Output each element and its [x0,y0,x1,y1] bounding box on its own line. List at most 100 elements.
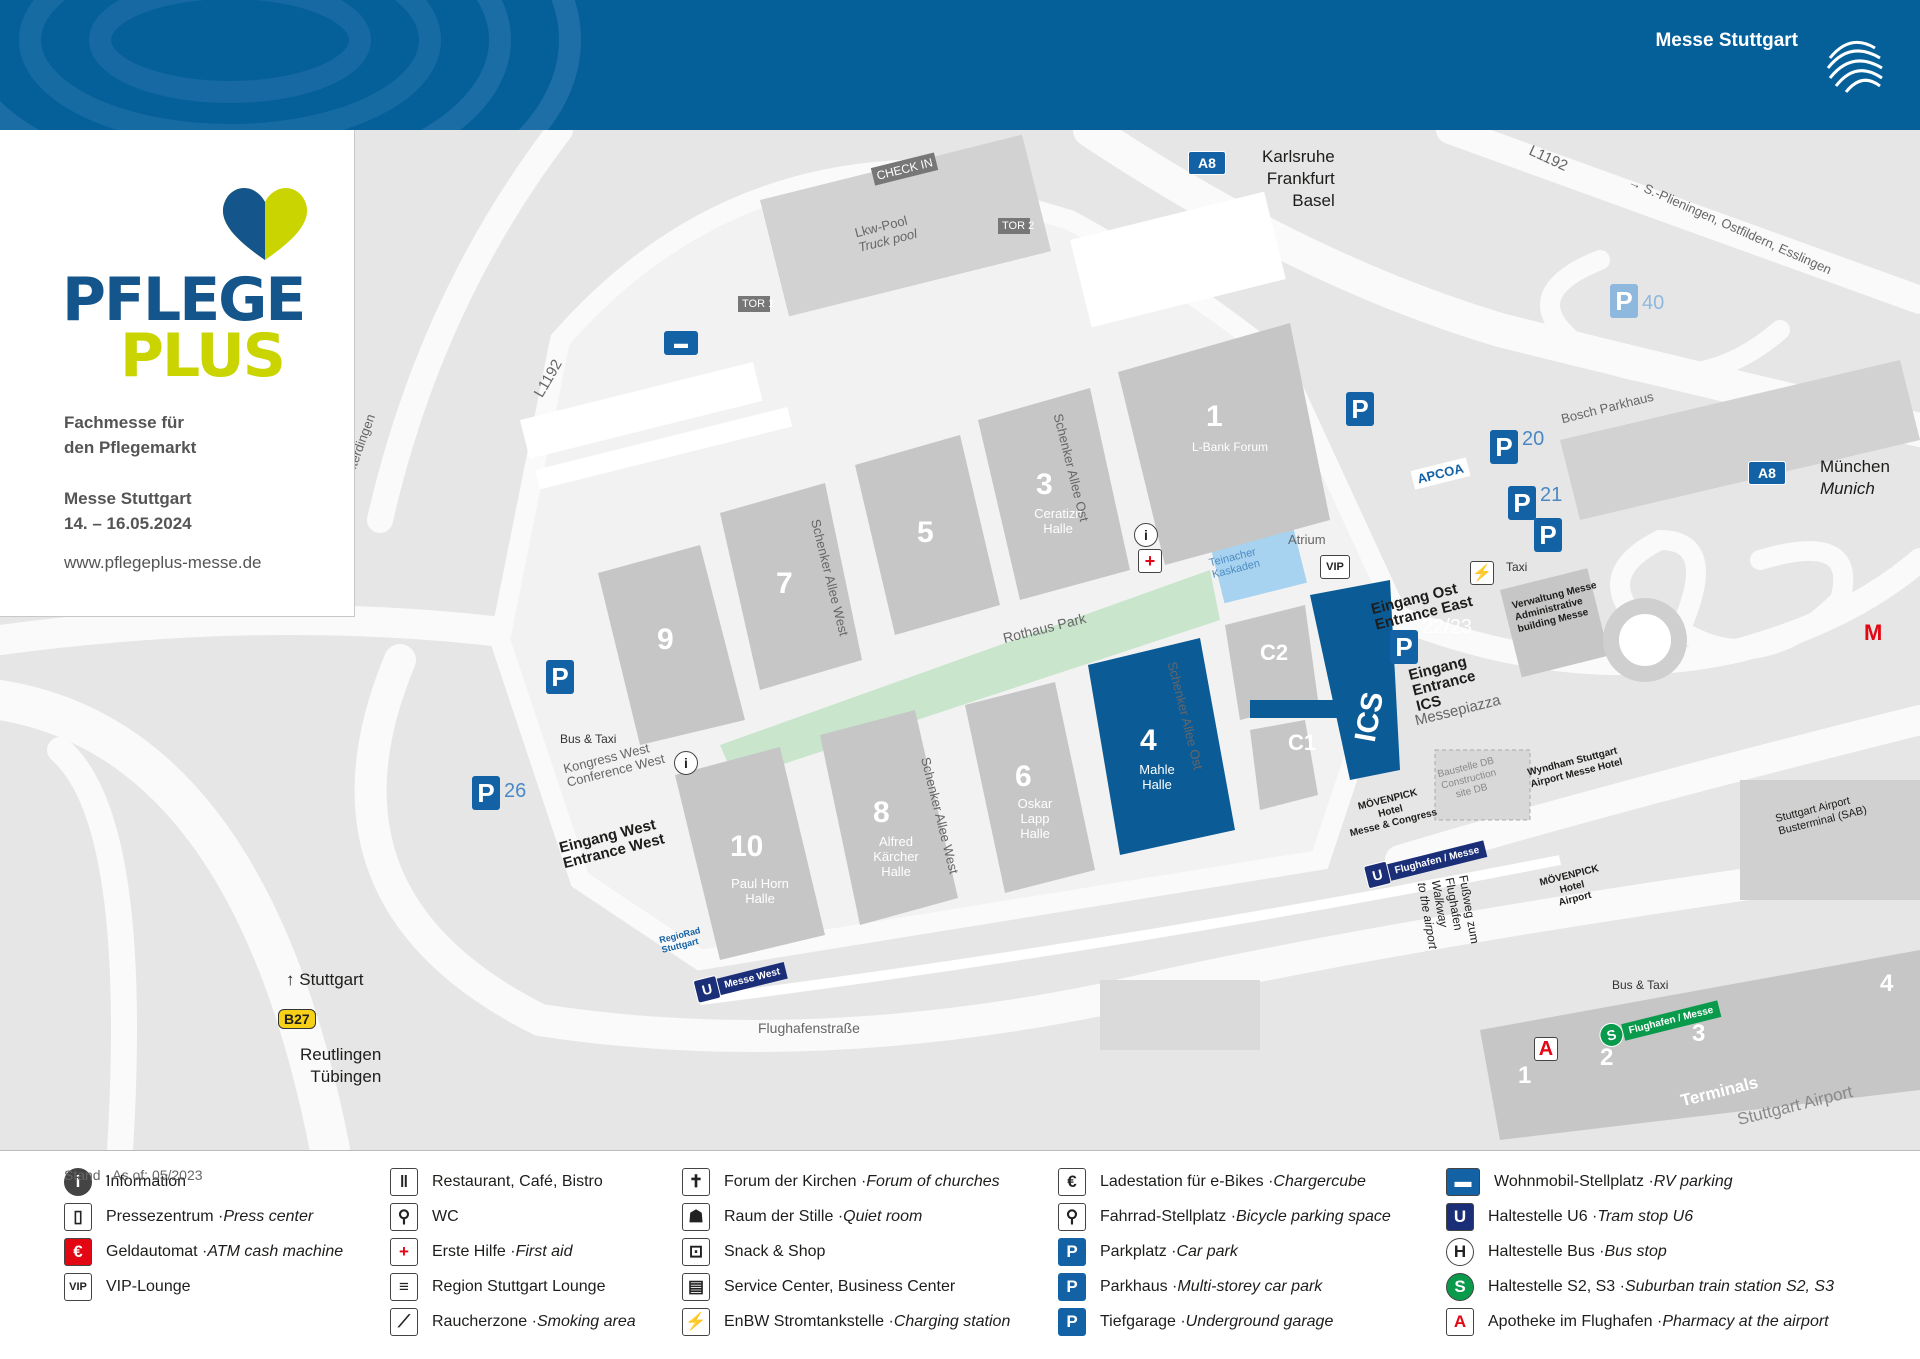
legend-label: Tiefgarage · [1100,1313,1186,1330]
hall-5-number[interactable]: 5 [917,516,934,549]
press-center-icon: ▯ [64,1203,92,1231]
venue-name: Messe Stuttgart [64,489,192,508]
info-icon: i [64,1168,92,1196]
hall-6-number[interactable]: 6 [1015,760,1032,793]
legend-label-en: Pharmacy at the airport [1662,1313,1829,1330]
legend-label: Parkplatz · [1100,1243,1177,1260]
b27-shield: B27 [278,1006,316,1032]
legend-label: Region Stuttgart Lounge [432,1278,606,1295]
direction-reutlingen: Reutlingen Tübingen [300,1044,381,1088]
rv-parking-sign[interactable]: ▬ [664,330,698,356]
legend-label: Erste Hilfe · [432,1243,516,1260]
legend-label-en: Press center [223,1208,314,1225]
gate-2-label[interactable]: TOR 2 [998,218,1034,234]
hall-4-number[interactable]: 4 [1140,724,1157,757]
dest-munich: Munich [1820,479,1875,498]
atrium-label: Atrium [1288,532,1326,547]
legend-item-charging: ⚡EnBW Stromtankstelle · Charging station [682,1307,1010,1337]
legend-label-en: Chargercube [1273,1173,1366,1190]
hall-4-name: Mahle Halle [1139,762,1175,792]
pharmacy-icon: A [1446,1308,1474,1336]
legend-item-wc: ⚲WC [390,1202,459,1232]
printer-icon: ▤ [682,1273,710,1301]
smoking-icon: ⟋ [390,1308,418,1336]
legend-label-en: Quiet room [843,1208,923,1225]
legend-item-bicycle: ⚲Fahrrad-Stellplatz · Bicycle parking sp… [1058,1202,1391,1232]
hall-c2-number[interactable]: C2 [1260,640,1289,665]
legend-item-printer: ▤ Service Center, Business Center [682,1272,955,1302]
legend-label: Ladestation für e-Bikes · [1100,1173,1274,1190]
dest-basel: Basel [1292,191,1335,210]
legend-label: Fahrrad-Stellplatz · [1100,1208,1237,1225]
legend-label: Service Center, Business Center [724,1278,956,1295]
parking-40[interactable]: P [1610,284,1638,318]
legend-label: Raum der Stille · [724,1208,844,1225]
legend-label-en: ATM cash machine [207,1243,344,1260]
legend-item-shopping-cart: ⊡Snack & Shop [682,1237,825,1267]
cross-icon: ✝ [682,1168,710,1196]
legend-item-first-aid: +Erste Hilfe · First aid [390,1237,572,1267]
event-info-panel: PFLEGE PLUS Fachmesse für den Pflegemark… [0,130,355,617]
hall-10-number[interactable]: 10 [730,830,764,863]
hall-8-number[interactable]: 8 [873,796,890,829]
reutlingen-text: Reutlingen [300,1045,382,1064]
parking-bus-east[interactable]: P [1534,518,1562,552]
a8-shield-west: A8 [1188,150,1226,176]
messe-stuttgart-brand[interactable]: Messe Stuttgart [1655,30,1798,51]
hall-c1-number[interactable]: C1 [1288,730,1317,755]
charging-sign[interactable]: ⚡ [1470,560,1494,586]
legend-label-en: Underground garage [1185,1313,1334,1330]
legend-label: Pressezentrum · [106,1208,224,1225]
legend-label-en: Smoking area [536,1313,636,1330]
legend-label: Restaurant, Café, Bistro [432,1173,603,1190]
terminal-4-number[interactable]: 4 [1880,970,1894,997]
a8-east-destinations: München Munich [1820,456,1890,500]
taxi-label: Taxi [1506,560,1528,574]
hall-3-name: Ceratizit Halle [1034,506,1082,536]
info-sign-west[interactable]: i [674,750,698,776]
parking-bus-west[interactable]: P [546,660,574,694]
bus-stop-icon: H [1446,1238,1474,1266]
lounge-icon: ≡ [390,1273,418,1301]
parking-north[interactable]: P [1346,392,1374,426]
tagline-1: Fachmesse für [64,413,184,432]
site-map[interactable]: 1 L-Bank Forum 3 Ceratizit Halle 5 7 9 1… [0,130,1920,1150]
direction-stuttgart: ↑ Stuttgart [286,970,364,989]
gate-1-label[interactable]: TOR 1 [738,296,774,312]
terminal-3-number[interactable]: 3 [1692,1020,1706,1047]
bus-taxi-east-label: Bus & Taxi [1612,978,1669,992]
parking-ics[interactable]: P [1390,630,1418,664]
legend-label-en: Tram stop U6 [1597,1208,1694,1225]
bicycle-icon: ⚲ [1058,1203,1086,1231]
hall-3-number[interactable]: 3 [1036,468,1053,501]
vip-sign: VIP [1320,554,1350,580]
legend-item-lounge: ≡ Region Stuttgart Lounge [390,1272,605,1302]
logo-plus: PLUS [120,321,286,391]
quiet-room-icon: ☗ [682,1203,710,1231]
legend-label-en: Charging station [893,1313,1011,1330]
parking-26[interactable]: P [472,776,500,810]
hall-9-number[interactable]: 9 [657,623,674,656]
pharmacy-sign[interactable]: A [1534,1036,1558,1062]
parking-20[interactable]: P [1490,430,1518,464]
hall-7-number[interactable]: 7 [776,567,793,600]
a8-shield-east: A8 [1748,460,1786,486]
hall-10-name: Paul Horn Halle [731,876,789,906]
event-website-link[interactable]: www.pflegeplus-messe.de [64,553,262,572]
first-aid-sign[interactable]: + [1138,548,1162,574]
wc-icon: ⚲ [390,1203,418,1231]
restaurant-icon: ‖ [390,1168,418,1196]
hall-1-number[interactable]: 1 [1206,400,1223,433]
terminal-1-number[interactable]: 1 [1518,1062,1532,1089]
parking-21[interactable]: P [1508,486,1536,520]
map-background [0,130,1920,1150]
ebike-charge-icon: € [1058,1168,1086,1196]
terminal-2-number[interactable]: 2 [1600,1044,1614,1071]
dest-frankfurt: Frankfurt [1266,169,1335,188]
flughafenstrasse-label: Flughafenstraße [758,1020,860,1036]
info-sign-east[interactable]: i [1134,522,1158,548]
legend-label: Snack & Shop [724,1243,826,1260]
